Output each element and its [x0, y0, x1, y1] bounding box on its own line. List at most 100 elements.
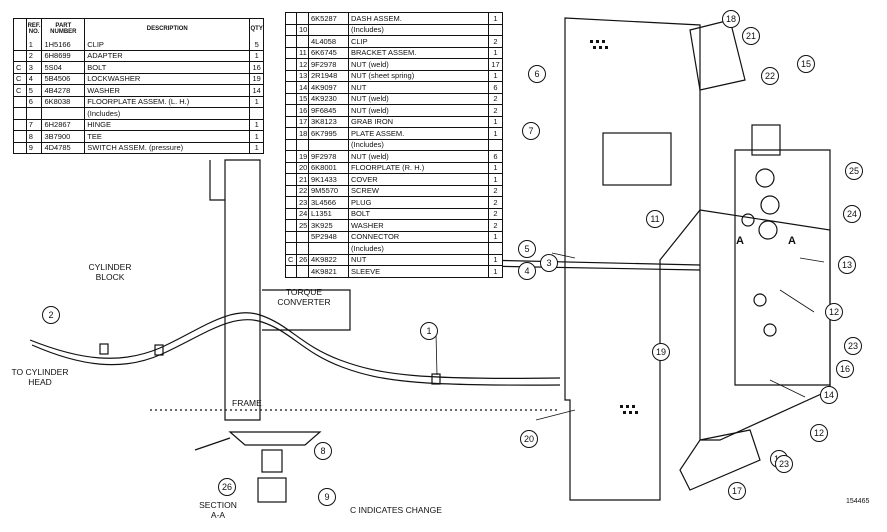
- change-flag-cell: C: [16, 85, 22, 95]
- quantity-cell: 2: [488, 93, 502, 104]
- description-cell: DASH ASSEM.: [348, 13, 488, 24]
- change-flag-cell: [14, 120, 26, 131]
- grab-iron: [679, 429, 761, 491]
- change-flag-cell: [286, 232, 296, 243]
- change-flag-cell: [286, 266, 296, 277]
- section-label: SECTION A-A: [199, 500, 237, 520]
- part-number-cell: [308, 243, 348, 254]
- quantity-cell: [249, 108, 263, 119]
- cylinder-block-label: CYLINDER BLOCK: [88, 262, 132, 282]
- quantity-cell: 6: [488, 82, 502, 93]
- part-number-cell: 1H5166: [41, 39, 84, 50]
- dash-panel: [734, 149, 831, 386]
- quantity-cell: 1: [488, 47, 502, 58]
- quantity-cell: 1: [249, 50, 263, 61]
- description-cell: (Includes): [348, 24, 488, 35]
- part-number-cell: 6K8038: [41, 96, 84, 107]
- change-flag-cell: [286, 243, 296, 254]
- quantity-cell: 1: [488, 116, 502, 127]
- description-cell: (Includes): [84, 108, 249, 119]
- change-note: C INDICATES CHANGE: [350, 505, 442, 515]
- ref-no-cell: 13: [296, 70, 308, 81]
- cylinder-block-outline: [224, 159, 261, 421]
- ref-no-cell: 3: [25, 62, 42, 73]
- change-flag-cell: [286, 82, 296, 93]
- quantity-cell: 16: [249, 62, 263, 73]
- table-row: (Includes): [286, 138, 502, 150]
- callout: 24: [843, 205, 861, 223]
- change-flag-cell: C: [16, 62, 22, 72]
- callout: 26: [218, 478, 236, 496]
- callout: 21: [742, 27, 760, 45]
- clip-marker: [154, 344, 164, 356]
- quantity-cell: 2: [488, 197, 502, 208]
- part-number-cell: 9F2978: [308, 151, 348, 162]
- callout: 9: [318, 488, 336, 506]
- part-number-cell: 2R1948: [308, 70, 348, 81]
- switch-assembly: [228, 431, 322, 446]
- description-cell: CLIP: [84, 39, 249, 50]
- change-flag-cell: [286, 117, 296, 128]
- callout: 2: [42, 306, 60, 324]
- change-flag-cell: [14, 39, 26, 50]
- part-number-cell: 5B4506: [41, 73, 84, 84]
- change-flag-cell: [14, 131, 26, 142]
- change-flag-cell: [286, 174, 296, 185]
- callout: 8: [314, 442, 332, 460]
- table-row: 10 (Includes): [286, 23, 502, 35]
- callout: 3: [540, 254, 558, 272]
- quantity-cell: 1: [249, 142, 263, 153]
- change-flag-cell: [14, 51, 26, 62]
- callout: 12: [810, 424, 828, 442]
- part-number-cell: 5S04: [41, 62, 84, 73]
- callout: 1: [420, 322, 438, 340]
- leader-line: [769, 379, 806, 398]
- change-flag-cell: C: [288, 255, 294, 264]
- oil-line: [29, 312, 561, 380]
- part-number-cell: L1351: [308, 208, 348, 219]
- section-marker-a: A: [788, 235, 796, 247]
- ref-no-cell: 8: [25, 131, 42, 142]
- description-cell: COVER: [348, 174, 488, 185]
- change-flag-cell: [286, 128, 296, 139]
- change-flag-cell: [286, 186, 296, 197]
- change-flag-cell: [286, 163, 296, 174]
- quantity-cell: 1: [488, 70, 502, 81]
- ref-no-cell: 24: [296, 208, 308, 219]
- ref-no-cell: 7: [25, 119, 42, 130]
- description-cell: FLOORPLATE (R. H.): [348, 162, 488, 173]
- ref-no-cell: 12: [296, 59, 308, 70]
- callout: 18: [722, 10, 740, 28]
- ref-no-cell: 25: [296, 220, 308, 231]
- description-cell: BRACKET ASSEM.: [348, 47, 488, 58]
- floorplate-lh: [564, 17, 701, 501]
- part-number-cell: 6K5287: [308, 13, 348, 24]
- quantity-cell: [488, 24, 502, 35]
- ref-no-cell: [25, 108, 42, 119]
- ref-no-cell: 10: [296, 24, 308, 35]
- oil-line-2: [31, 319, 561, 386]
- part-number-cell: 5P2948: [308, 231, 348, 242]
- callout: 20: [520, 430, 538, 448]
- table-header: REF. NO. PART NUMBER DESCRIPTION QTY: [14, 19, 263, 39]
- ref-no-cell: 26: [296, 254, 308, 265]
- grab-iron-top: [689, 19, 746, 91]
- description-cell: CONNECTOR: [348, 231, 488, 242]
- part-number-cell: 6H8699: [41, 50, 84, 61]
- ref-no-cell: 16: [296, 105, 308, 116]
